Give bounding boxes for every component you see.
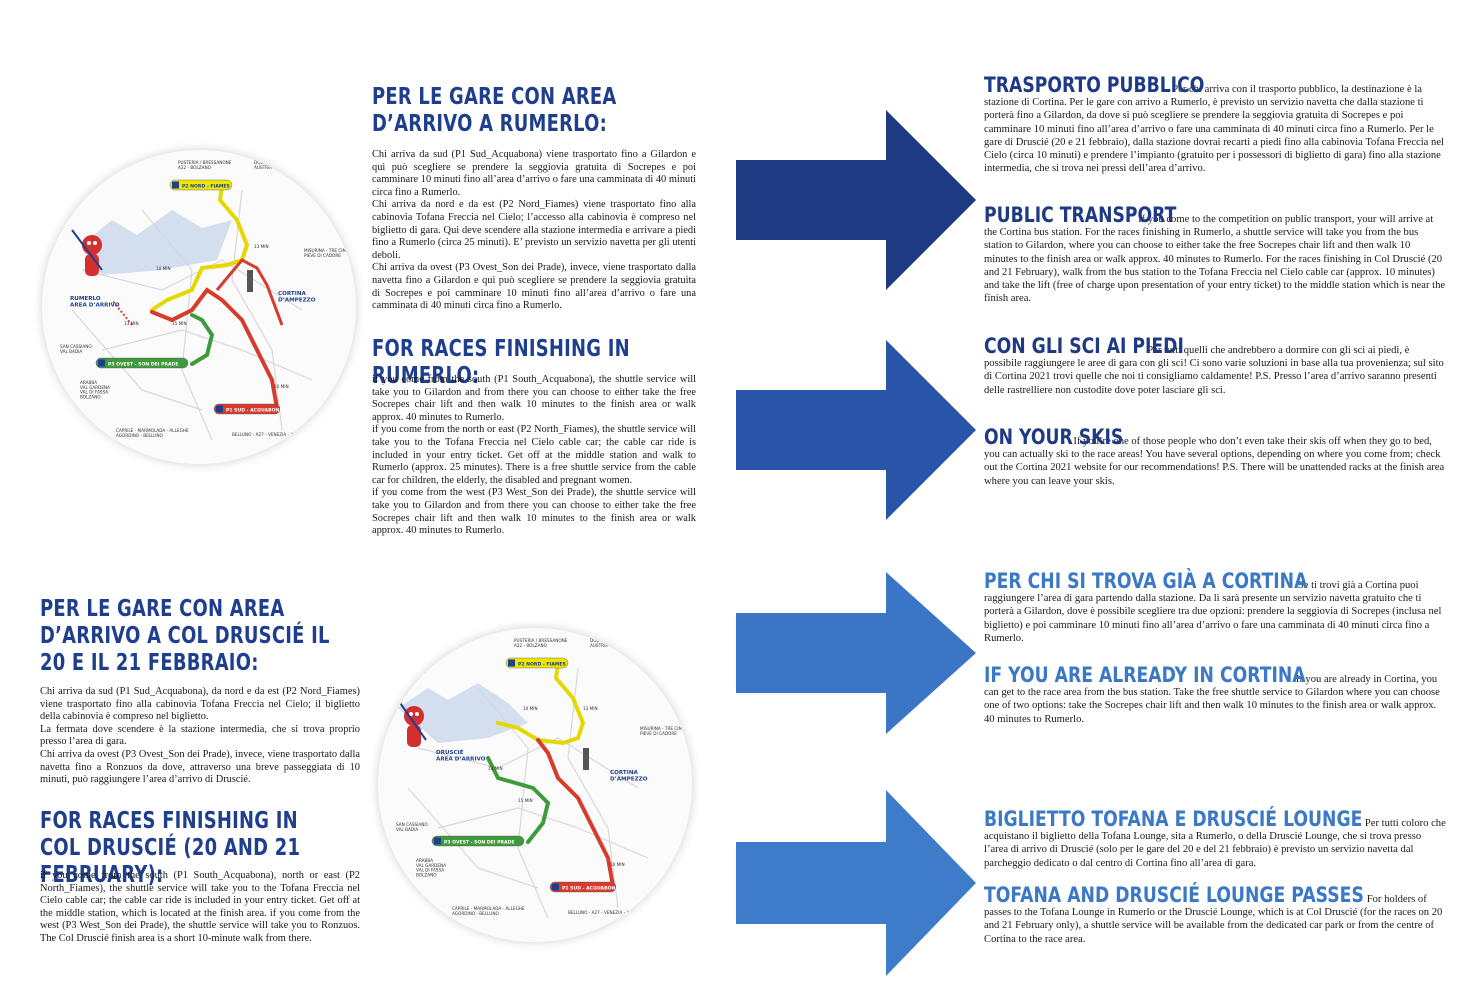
section-title: IF YOU ARE ALREADY IN CORTINA <box>984 663 1306 687</box>
section-text: Per chi arriva con il trasporto pubblico… <box>984 84 1444 175</box>
p3-label: P3 OVEST - SON DEI PRADE <box>108 362 179 368</box>
section-title: CON GLI SCI AI PIEDI <box>984 334 1184 358</box>
section-title: TOFANA AND DRUSCIÉ LOUNGE PASSES <box>984 883 1364 907</box>
section-title: PUBLIC TRANSPORT <box>984 203 1177 227</box>
rumerlo-body-en: if you come from the south (P1 South_Acq… <box>372 374 696 538</box>
p1-parking-marker: P1 SUD - ACQUABONA <box>213 403 283 415</box>
rumerlo-heading-it: PER LE GARE CON AREA D’ARRIVO A RUMERLO: <box>372 84 617 137</box>
drusce-it-p1: Chi arriva da sud (P1 Sud_Acquabona), da… <box>40 686 360 723</box>
drusce-route-map: P2 NORD - FIAMES P3 OVEST - SON DEI PRAD… <box>378 628 692 942</box>
section-gia-a-cortina: PER CHI SI TROVA GIÀ A CORTINA Se ti tro… <box>984 569 1446 645</box>
section-text: Per tutti quelli che andrebbero a dormir… <box>984 345 1444 396</box>
rumerlo-body-it: Chi arriva da sud (P1 Sud_Acquabona) vie… <box>372 149 696 313</box>
bell-tower-icon <box>247 270 253 292</box>
section-title: TRASPORTO PUBBLICO <box>984 73 1205 97</box>
drusce-heading-en: FOR RACES FINISHING IN COL DRUSCIÉ (20 A… <box>40 808 301 888</box>
time-4: 15 MIN <box>518 798 533 803</box>
p1-label: P1 SUD - ACQUABONA <box>226 408 283 414</box>
section-text: For holders of passes to the Tofana Loun… <box>984 894 1443 945</box>
time-4: 15 MIN <box>172 321 187 326</box>
section-biglietto-lounge: BIGLIETTO TOFANA E DRUSCIÉ LOUNGE Per tu… <box>984 807 1446 870</box>
section-trasporto: TRASPORTO PUBBLICO Per chi arriva con il… <box>984 73 1446 175</box>
section-text: If you are already in Cortina, you can g… <box>984 674 1440 725</box>
arrow-4-icon <box>736 790 976 976</box>
section-sci-ai-piedi: CON GLI SCI AI PIEDI Per tutti quelli ch… <box>984 334 1446 397</box>
rumerlo-en-p1: if you come from the south (P1 South_Acq… <box>372 374 696 423</box>
rumerlo-route-map: P2 NORD - FIAMES P3 OVEST - SON DEI PRAD… <box>42 150 356 464</box>
section-text: Per tutti coloro che acquistano il bigli… <box>984 818 1446 869</box>
section-text: If you’re one of those people who don’t … <box>984 436 1445 487</box>
time-2: 10 MIN <box>156 266 171 271</box>
drusce-body-it: Chi arriva da sud (P1 Sud_Acquabona), da… <box>40 686 360 787</box>
section-text: If you come to the competition on public… <box>984 214 1446 305</box>
time-5: 10 MIN <box>274 384 289 389</box>
time-3: 13 MIN <box>488 766 503 771</box>
section-lounge-passes: TOFANA AND DRUSCIÉ LOUNGE PASSES For hol… <box>984 883 1446 946</box>
rumerlo-it-p2: Chi arriva da nord e da est (P2 Nord_Fia… <box>372 199 696 261</box>
section-text: Se ti trovi già a Cortina puoi raggiunge… <box>984 580 1442 644</box>
p3-parking-marker: P3 OVEST - SON DEI PRADE <box>95 357 189 369</box>
p2-parking-marker: P2 NORD - FIAMES <box>505 657 569 669</box>
arrow-2-icon <box>736 340 976 520</box>
p3-label: P3 OVEST - SON DEI PRADE <box>444 840 515 846</box>
p1-label: P1 SUD - ACQUABONA <box>562 886 619 892</box>
rumerlo-en-p3: if you come from the west (P3 West_Son d… <box>372 487 696 537</box>
section-title: ON YOUR SKIS <box>984 425 1124 449</box>
section-title: PER CHI SI TROVA GIÀ A CORTINA <box>984 569 1308 593</box>
section-on-your-skis: ON YOUR SKIS If you’re one of those peop… <box>984 425 1446 488</box>
bell-tower-icon <box>583 748 589 770</box>
drusce-heading-it: PER LE GARE CON AREA D’ARRIVO A COL DRUS… <box>40 596 330 676</box>
dir-bottom2: BELLUNO - A27 - VENEZIA - A4 <box>232 432 296 437</box>
time-1: 13 MIN <box>254 244 269 249</box>
mascot-icon <box>397 699 427 747</box>
time-2: 10 MIN <box>523 706 538 711</box>
drusce-it-p3: Chi arriva da ovest (P3 Ovest_Son dei Pr… <box>40 748 360 786</box>
p2-label: P2 NORD - FIAMES <box>518 662 566 668</box>
p2-parking-marker: P2 NORD - FIAMES <box>169 179 233 191</box>
section-title: BIGLIETTO TOFANA E DRUSCIÉ LOUNGE <box>984 807 1363 831</box>
dir-bottom2: BELLUNO - A27 - VENEZIA - A4 <box>568 910 632 915</box>
time-1: 13 MIN <box>583 706 598 711</box>
time-3: 13 MIN <box>124 321 139 326</box>
section-public-transport: PUBLIC TRANSPORT If you come to the comp… <box>984 203 1446 305</box>
p2-label: P2 NORD - FIAMES <box>182 184 230 190</box>
rumerlo-heading-en: FOR RACES FINISHING IN RUMERLO: <box>372 336 630 389</box>
drusce-en-p1: if you come from the south (P1 South_Acq… <box>40 870 360 944</box>
drusce-it-p2: La fermata dove scendere è la stazione i… <box>40 723 360 748</box>
rumerlo-en-p2: if you come from the north or east (P2 N… <box>372 424 696 486</box>
mascot-icon <box>71 229 103 276</box>
rumerlo-it-p1: Chi arriva da sud (P1 Sud_Acquabona) vie… <box>372 149 696 198</box>
section-already-in-cortina: IF YOU ARE ALREADY IN CORTINA If you are… <box>984 663 1446 726</box>
time-5: 10 MIN <box>610 862 625 867</box>
drusce-body-en: if you come from the south (P1 South_Acq… <box>40 870 360 946</box>
arrow-1-icon <box>736 110 976 290</box>
rumerlo-it-p3: Chi arriva da ovest (P3 Ovest_Son dei Pr… <box>372 262 696 312</box>
p1-parking-marker: P1 SUD - ACQUABONA <box>549 881 619 893</box>
p3-parking-marker: P3 OVEST - SON DEI PRADE <box>431 835 525 847</box>
arrow-3-icon <box>736 572 976 734</box>
